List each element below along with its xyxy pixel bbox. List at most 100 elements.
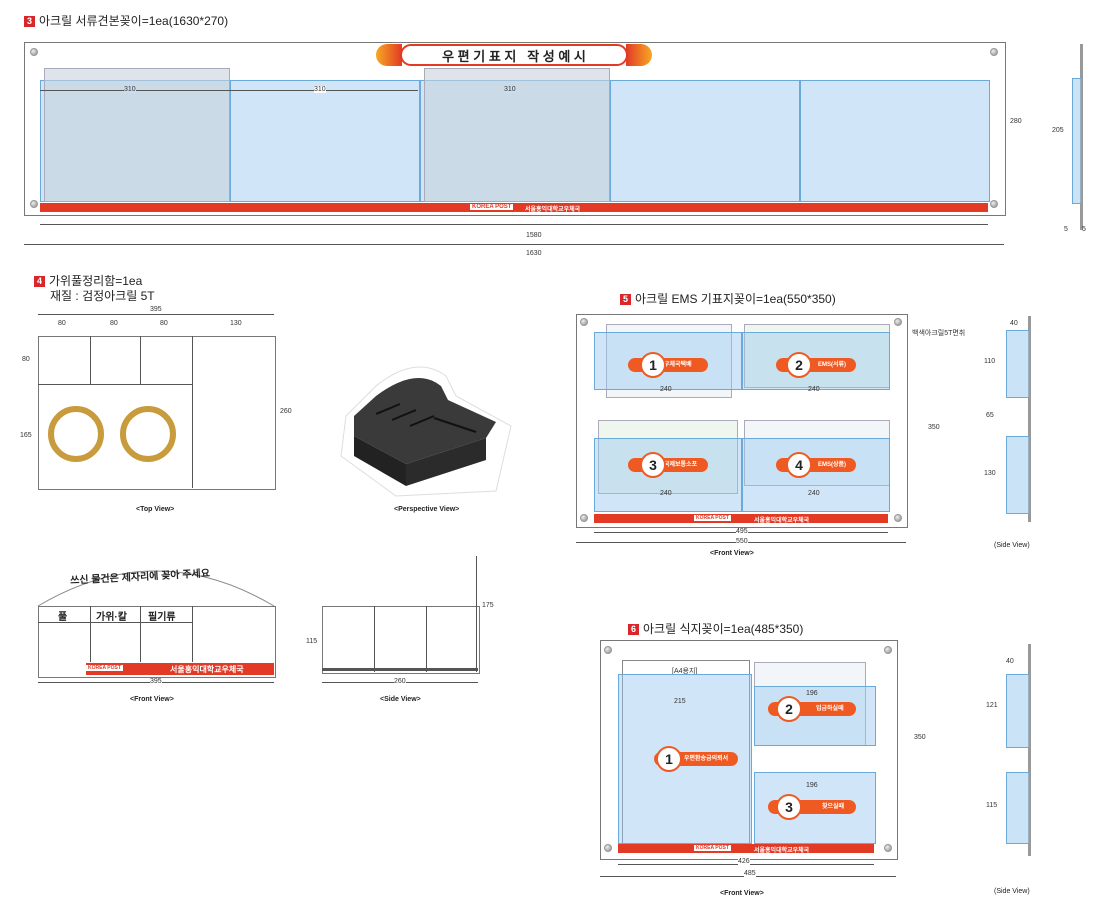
screw [990, 200, 998, 208]
tape-ring-right [120, 406, 176, 462]
section-title-text: 아크릴 EMS 기표지꽂이=1ea(550*350) [635, 292, 836, 306]
item-2-label: EMS(서류) [818, 362, 847, 368]
divider [38, 622, 192, 623]
dim-height: 280 [1010, 118, 1022, 125]
dim-side-depth: 40 [1006, 658, 1014, 665]
side-view-label: (Side View) [994, 542, 1030, 549]
ems-form-sample-2 [424, 68, 610, 202]
dim-side-a: 5 [1064, 226, 1068, 233]
front-view-label: <Front View> [710, 550, 754, 557]
dim-height: 260 [280, 408, 292, 415]
side-view-backboard [1028, 644, 1031, 856]
form-sample-3 [598, 420, 738, 494]
section-title-text: 아크릴 서류견본꽂이=1ea(1630*270) [39, 14, 229, 28]
item-2-number: 2 [786, 352, 812, 378]
section-number-badge: 4 [34, 276, 45, 287]
side-view-label: (Side View) [994, 888, 1030, 895]
note-material: 백색아크릴5T면취 [912, 330, 966, 337]
a4-label: [A4용지] [672, 668, 698, 675]
dim-side-b: 5 [1082, 226, 1086, 233]
side-view-pocket-top [1006, 330, 1030, 398]
front-view-label: <Front View> [130, 696, 174, 703]
form-item-2-number: 2 [776, 696, 802, 722]
screw [894, 318, 902, 326]
tape-ring-left [48, 406, 104, 462]
dim-front-width: 395 [150, 678, 162, 685]
dim-inner-width: 1580 [526, 232, 542, 239]
front-view-arch [37, 570, 275, 607]
dim-pocket-2: 240 [808, 386, 820, 393]
dim-right-width-a: 196 [806, 690, 818, 697]
pocket-4 [610, 80, 800, 202]
dim-side-h2: 130 [984, 470, 996, 477]
section-number-badge: 6 [628, 624, 639, 635]
side-view-label: <Side View> [380, 696, 421, 703]
divider [374, 606, 375, 672]
dim-side-h2: 115 [986, 802, 998, 809]
footer-bar: KOREA POST 서울홍익대학교우체국 [40, 203, 988, 213]
form-sample-4 [744, 420, 890, 486]
dim-height: 350 [928, 424, 940, 431]
section-5-title: 5 아크릴 EMS 기표지꽂이=1ea(550*350) [620, 290, 836, 307]
top-view-label: <Top View> [136, 506, 175, 513]
dim-inner-width: 426 [738, 858, 750, 865]
footer-office-text: 서울홍익대학교우체국 [754, 848, 810, 854]
dim-line [38, 314, 274, 315]
footer-office-text: 서울홍익대학교우체국 [525, 207, 581, 213]
screw [884, 844, 892, 852]
right-pocket-top [754, 686, 876, 746]
screw [894, 514, 902, 522]
dim-right-width-b: 196 [806, 782, 818, 789]
section-number-badge: 5 [620, 294, 631, 305]
dim-pocket-b: 310 [314, 86, 326, 93]
side-base [322, 668, 478, 671]
korea-post-logo: KOREA POST [86, 665, 123, 671]
dim-side-h1: 121 [986, 702, 998, 709]
dim-side-gap: 65 [986, 412, 994, 419]
section-title-text: 아크릴 식지꽂이=1ea(485*350) [643, 622, 804, 636]
dim-pocket-4: 240 [808, 490, 820, 497]
footer-office-text: 서울홍익대학교우체국 [754, 518, 810, 524]
section-3-title: 3 아크릴 서류견본꽂이=1ea(1630*270) [24, 12, 228, 29]
footer-office-text: 서울홍익대학교우체국 [170, 665, 244, 674]
divider [426, 606, 427, 672]
screw [30, 48, 38, 56]
side-view-pocket [1072, 78, 1082, 204]
screw [990, 48, 998, 56]
dim-line [40, 90, 418, 91]
banner-left-swoosh [376, 44, 402, 66]
form-item-2-label: 입금하실때 [816, 706, 844, 712]
dim-side-width: 260 [394, 678, 406, 685]
banner-title: 우 편 기 표 지 작 성 예 시 [400, 44, 628, 66]
divider [192, 336, 193, 488]
dim-side-height: 205 [1052, 127, 1064, 134]
divider [140, 606, 141, 662]
form-item-3-label: 찾으실때 [822, 804, 845, 810]
organizer-side-view [322, 606, 480, 674]
dim-line [24, 244, 1004, 245]
dim-pocket-3: 240 [660, 490, 672, 497]
section-number-badge: 3 [24, 16, 35, 27]
banner-right-swoosh [626, 44, 652, 66]
form-footer-bar: KOREA POST 서울홍익대학교우체국 [618, 844, 874, 854]
form-item-3-number: 3 [776, 794, 802, 820]
item-1-label: 우체국택배 [664, 362, 692, 368]
dim-side-h2: 175 [482, 602, 494, 609]
dim-outer-width: 550 [736, 538, 748, 545]
dim-inner-width: 495 [736, 528, 748, 535]
dim-col-1: 80 [58, 320, 66, 327]
screw [30, 200, 38, 208]
dim-line [40, 224, 988, 225]
form-item-1-number: 1 [656, 746, 682, 772]
screw [604, 844, 612, 852]
section-4-material: 재질 : 검정아크릴 5T [50, 289, 155, 303]
divider [140, 336, 141, 384]
pocket-2 [230, 80, 420, 202]
screw [884, 646, 892, 654]
dim-col-3: 80 [160, 320, 168, 327]
item-4-label: EMS(상품) [818, 462, 847, 468]
side-view-pocket-bottom [1006, 772, 1030, 844]
section-6-title: 6 아크릴 식지꽂이=1ea(485*350) [628, 620, 803, 637]
dim-pocket-a: 310 [124, 86, 136, 93]
form-sample-2 [744, 324, 890, 388]
